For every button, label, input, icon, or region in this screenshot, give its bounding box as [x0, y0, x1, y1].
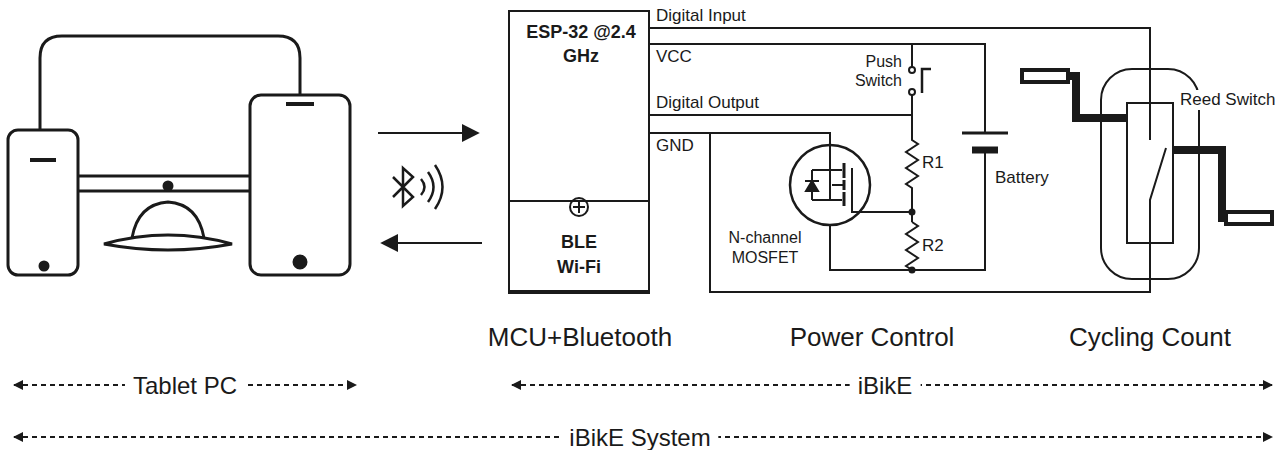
section-title: Power Control [790, 322, 955, 353]
signal-name: VCC [656, 47, 692, 67]
pedal [1022, 70, 1068, 82]
mosfet-body [832, 184, 844, 186]
bluetooth-rune [393, 168, 413, 206]
section-title: Cycling Count [1069, 322, 1231, 353]
radio-wave [421, 179, 425, 195]
signal-name: Digital Output [656, 93, 759, 113]
signal-name: Digital Input [656, 6, 746, 26]
monitor-bezel [78, 176, 250, 191]
tablet-outline [250, 95, 350, 275]
monitor-base [104, 235, 232, 250]
crank-arm [1068, 76, 1127, 118]
downlink-arrow [382, 242, 482, 244]
bluetooth-symbol [393, 165, 443, 209]
scope-label: iBikE [850, 371, 921, 400]
radio-wave [428, 172, 434, 202]
ground-return-wire [710, 133, 1150, 292]
node-text: Reed Switch [1178, 90, 1277, 110]
gate-wire [859, 211, 912, 213]
source-wire [830, 152, 985, 270]
part-name: Battery [995, 168, 1049, 188]
monitor-dot [164, 182, 172, 190]
junction-dot [910, 210, 915, 215]
section-title: MCU+Bluetooth [488, 322, 672, 353]
battery-plate [962, 132, 1008, 135]
mosfet-circle [790, 145, 870, 225]
battery-plate [972, 147, 998, 154]
devices-icon [8, 36, 350, 275]
phone-outline [8, 130, 78, 275]
node-text: BLE Wi-Fi [546, 230, 612, 280]
part-name: N-channel MOSFET [715, 228, 815, 268]
reed-switch-housing: Reed Switch [1100, 68, 1200, 280]
resistor-symbol [906, 115, 918, 222]
mcu-box: ESP-32 @2.4 GHzBLE Wi-Fi [508, 10, 650, 292]
monitor-stand [132, 202, 204, 238]
mosfet-symbol [790, 145, 870, 225]
switch-terminal [909, 89, 915, 95]
tablet-speaker [286, 102, 314, 106]
scope-label: iBikE System [561, 423, 718, 450]
mosfet-gate [852, 168, 859, 212]
reed-contacts [1150, 68, 1166, 280]
radio-wave [435, 165, 443, 209]
switch-lead [911, 44, 913, 67]
part-name: R2 [922, 236, 944, 256]
scope-label: Tablet PC [125, 371, 245, 400]
switch-terminal [909, 67, 915, 73]
circuit-wires [650, 44, 1150, 292]
antenna-symbol-cross [573, 201, 585, 213]
gnd-wire [650, 133, 842, 170]
part-name: R1 [922, 153, 944, 173]
uplink-arrow [378, 132, 478, 134]
part-name: Push Switch [838, 52, 902, 90]
node-text: ESP-32 @2.4 GHz [521, 20, 641, 68]
resistor-symbol [906, 222, 918, 270]
pedal [1226, 212, 1272, 224]
junction-dot [910, 268, 915, 273]
radio-box: BLE Wi-Fi [508, 200, 650, 294]
signal-name: GND [656, 136, 694, 156]
phone-button [40, 262, 48, 270]
push-button [922, 69, 931, 93]
mosfet-source [830, 170, 842, 200]
tablet-button [294, 256, 306, 268]
vcc-wire [650, 44, 985, 133]
body-diode-bar [805, 180, 819, 182]
body-diode [806, 181, 818, 191]
phone-speaker [30, 158, 56, 162]
